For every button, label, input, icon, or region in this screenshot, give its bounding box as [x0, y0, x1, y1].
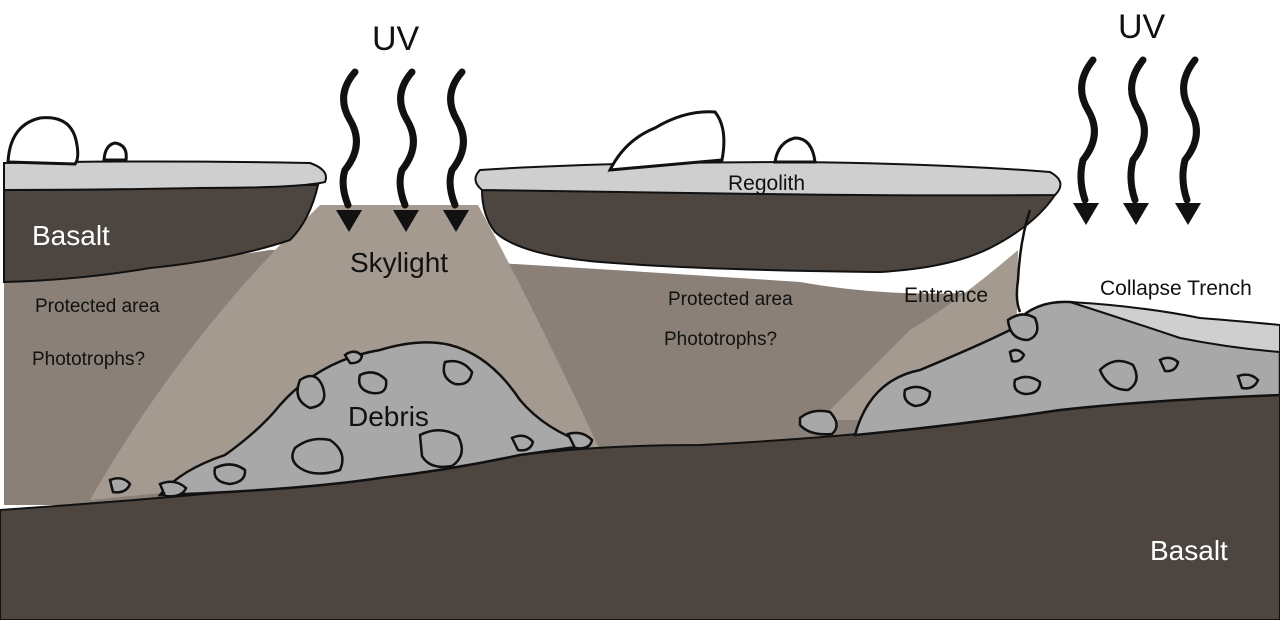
basalt-roof-left [3, 184, 320, 284]
uv-ray-icon [339, 68, 467, 209]
uv-ray-icon [1077, 56, 1200, 204]
uv-label-left: UV [372, 20, 420, 58]
debris-label: Debris [348, 401, 429, 432]
surface-boulders [6, 110, 817, 172]
basalt-label-bottom: Basalt [1150, 535, 1228, 566]
basalt-roof-right [480, 188, 1057, 274]
collapse-trench-label: Collapse Trench [1100, 277, 1252, 300]
regolith-left [3, 160, 327, 192]
uv-arrowheads-left [336, 210, 469, 232]
entrance-cliff [1015, 209, 1032, 313]
debris-rocks [108, 313, 1260, 498]
trench-regolith [1069, 301, 1280, 354]
protected-area-right-label: Protected area [668, 289, 793, 310]
entrance-label: Entrance [904, 284, 988, 307]
regolith-label: Regolith [728, 172, 805, 195]
protected-area-left-label: Protected area [35, 296, 160, 317]
uv-label-right: UV [1118, 8, 1166, 46]
skylight-label: Skylight [350, 247, 448, 278]
debris-mound [157, 341, 591, 497]
uv-arrowheads-right [1073, 203, 1201, 225]
phototrophs-left-label: Phototrophs? [32, 349, 145, 370]
phototrophs-right-label: Phototrophs? [664, 329, 777, 350]
basalt-label-top: Basalt [32, 220, 110, 251]
